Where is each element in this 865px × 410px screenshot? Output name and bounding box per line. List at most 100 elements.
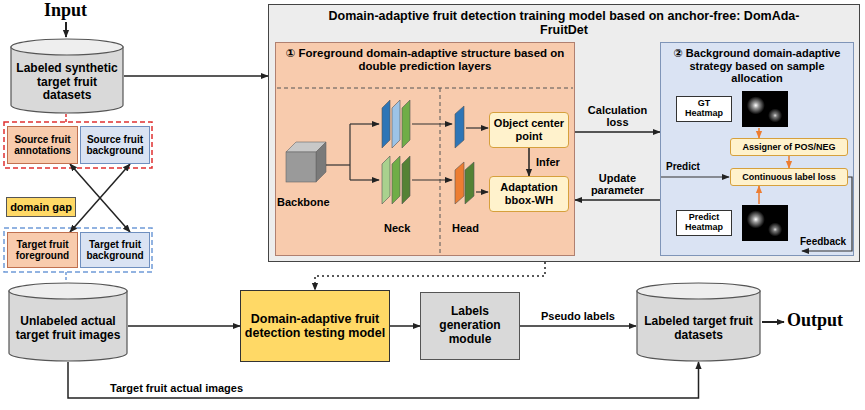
process-box: Domain-adaptive fruit detection testing … bbox=[240, 290, 390, 362]
decor-line bbox=[326, 164, 350, 165]
cylinder-body bbox=[11, 47, 123, 113]
node-text: ① Foreground domain-adaptive structure b… bbox=[276, 43, 574, 77]
connector bbox=[575, 199, 660, 201]
decor-line bbox=[412, 179, 452, 180]
node-text: ② Background domain-adaptive strategy ba… bbox=[661, 43, 853, 89]
edge-label: Target fruit actual images bbox=[108, 382, 245, 395]
panel-fill bbox=[268, 4, 860, 262]
connector bbox=[124, 75, 268, 77]
panel-fill bbox=[660, 42, 854, 256]
cylinder-body bbox=[9, 291, 127, 361]
node-text: Object center point bbox=[493, 117, 565, 142]
node-text: Labeled synthetic target fruit datasets bbox=[16, 62, 118, 103]
decor-polygon bbox=[382, 156, 390, 204]
input-arrow bbox=[65, 22, 67, 37]
decor-polygon bbox=[382, 100, 390, 148]
connector bbox=[575, 131, 660, 133]
node-text: Source fruit background bbox=[84, 134, 146, 157]
node-text: Domain-adaptive fruit detection training… bbox=[269, 5, 859, 42]
part-label: Output bbox=[787, 310, 843, 331]
decor-polygon bbox=[402, 156, 410, 204]
process-box: domain gap bbox=[6, 197, 76, 217]
target-dashed-link bbox=[65, 272, 67, 282]
decor-line bbox=[466, 127, 488, 128]
panel-divider bbox=[440, 88, 441, 254]
decor-polygon bbox=[455, 106, 464, 148]
heatmap-image bbox=[742, 91, 788, 127]
head-to-outputs bbox=[466, 128, 488, 192]
decor-line bbox=[476, 191, 488, 192]
heatmap-image bbox=[742, 205, 788, 241]
part-label: Neck bbox=[384, 222, 410, 235]
process-box: Continuous label loss bbox=[730, 168, 848, 186]
cylinder-body bbox=[637, 291, 760, 361]
edge-label: Pseudo labels bbox=[539, 310, 617, 323]
connector bbox=[70, 164, 130, 232]
decor-polygon bbox=[392, 156, 400, 204]
process-box: Target fruit foreground bbox=[7, 232, 78, 268]
edge-label: Infer bbox=[534, 156, 562, 169]
predict-arrow bbox=[661, 176, 729, 177]
process-box: Object center point bbox=[489, 112, 569, 148]
decor-polygon bbox=[392, 100, 400, 148]
part-label: Backbone bbox=[277, 196, 330, 209]
container-panel: ① Foreground domain-adaptive structure b… bbox=[275, 42, 575, 256]
target-domain-frame bbox=[4, 228, 152, 272]
source-domain-frame bbox=[4, 122, 152, 168]
backbone-cube bbox=[286, 142, 326, 182]
process-box: Adaptation bbox-WH bbox=[489, 176, 569, 212]
node-text: Predict Heatmap bbox=[676, 210, 732, 236]
connector bbox=[315, 262, 545, 290]
panel-divider bbox=[277, 88, 573, 89]
decor-rect bbox=[286, 152, 316, 182]
backbone-to-neck bbox=[326, 124, 379, 180]
decor-polygon bbox=[465, 162, 474, 204]
connector bbox=[68, 362, 699, 398]
part-label: Input bbox=[44, 0, 87, 21]
part-label: Feedback bbox=[800, 236, 846, 248]
node-text: Assigner of POS/NEG bbox=[742, 142, 835, 152]
connector bbox=[788, 156, 790, 168]
connector bbox=[758, 128, 760, 138]
heatmap-box: Predict Heatmap bbox=[676, 204, 788, 242]
decor-line bbox=[350, 179, 379, 180]
process-box: Source fruit background bbox=[80, 126, 150, 164]
source-dashed-link bbox=[65, 114, 67, 122]
process-box: Target fruit background bbox=[80, 232, 150, 268]
heatmap-box: GT Heatmap bbox=[676, 90, 788, 128]
node-text: GT Heatmap bbox=[676, 96, 732, 122]
node-text: Unlabeled actual target fruit images bbox=[14, 315, 122, 343]
node-text: Target fruit foreground bbox=[11, 239, 74, 262]
cylinder-top bbox=[637, 283, 760, 299]
connector bbox=[390, 325, 420, 327]
container-panel: Domain-adaptive fruit detection training… bbox=[268, 4, 860, 262]
node-text: Target fruit background bbox=[84, 239, 146, 262]
process-box: Labels generation module bbox=[420, 292, 520, 360]
process-box: Source fruit annotations bbox=[7, 126, 78, 164]
node-text: domain gap bbox=[10, 201, 72, 214]
connector bbox=[758, 186, 760, 204]
decor-polygon bbox=[455, 162, 464, 204]
edge-label: Calculation loss bbox=[578, 104, 658, 129]
neck-feature-maps bbox=[382, 100, 410, 204]
decor-line bbox=[412, 123, 452, 124]
output-arrow bbox=[762, 321, 784, 323]
connector bbox=[128, 325, 240, 327]
decor-line bbox=[350, 123, 379, 124]
dataset-cylinder: Labeled synthetic target fruit datasets bbox=[10, 38, 124, 114]
node-text: Labels generation module bbox=[424, 305, 516, 346]
part-label: Head bbox=[452, 222, 479, 235]
connector bbox=[528, 148, 530, 176]
connector bbox=[70, 164, 130, 232]
cylinder-top bbox=[11, 39, 123, 55]
node-text: Continuous label loss bbox=[742, 172, 836, 182]
node-text: Labeled target fruit datasets bbox=[642, 315, 755, 343]
edge-label: Update parameter bbox=[578, 172, 658, 197]
dataset-cylinder: Labeled target fruit datasets bbox=[636, 282, 761, 362]
node-text: Domain-adaptive fruit detection testing … bbox=[244, 312, 386, 341]
decor-polygon bbox=[402, 100, 410, 148]
part-label: Predict bbox=[666, 161, 700, 173]
panel-fill bbox=[275, 42, 575, 256]
